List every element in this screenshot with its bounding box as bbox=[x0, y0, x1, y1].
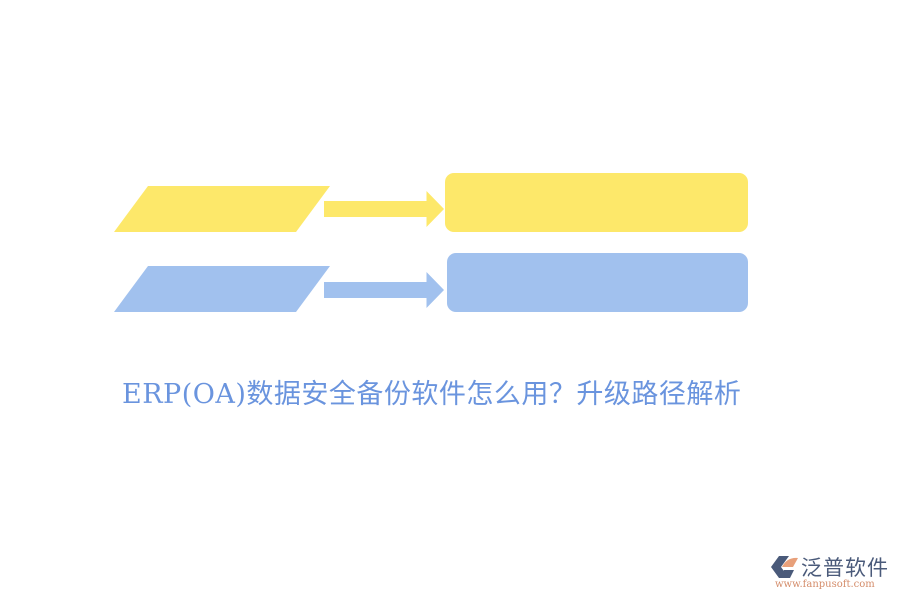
parallelogram-input-1 bbox=[114, 186, 330, 232]
fanpu-logo-icon bbox=[771, 556, 798, 578]
logo-url: www.fanpusoft.com bbox=[775, 579, 875, 590]
parallelogram-input-2 bbox=[114, 266, 330, 312]
arrow-2 bbox=[324, 272, 444, 308]
page-title: ERP(OA)数据安全备份软件怎么用？升级路径解析 bbox=[122, 379, 742, 410]
box-output-1 bbox=[445, 173, 748, 232]
logo-brand-name: 泛普软件 bbox=[801, 556, 889, 580]
brand-logo: 泛普软件 www.fanpusoft.com bbox=[767, 552, 897, 596]
box-output-2 bbox=[447, 253, 748, 312]
arrow-1 bbox=[324, 191, 444, 227]
